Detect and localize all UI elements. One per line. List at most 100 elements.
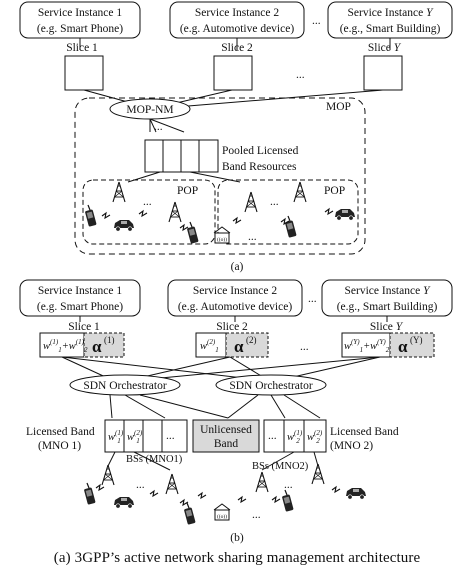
svg-text:...: ... (166, 430, 175, 442)
service-instance-2-b: Service Instance 2 (e.g. Automotive devi… (167, 279, 303, 317)
mop-nm-label: MOP-NM (126, 104, 173, 116)
slice-y-a-label: Slice (368, 42, 394, 54)
part-a: Service Instance 1 (e.g. Smart Phone) Se… (19, 1, 453, 273)
car-icon (334, 208, 356, 221)
slice-1-b-alpha-sup: (1) (104, 335, 115, 345)
bottom-device-ellipsis: ... (252, 509, 261, 521)
resource-ellipsis-a: ... (154, 121, 163, 133)
link-icon (179, 499, 189, 506)
svg-text:Service Instance Y: Service Instance Y (345, 285, 432, 297)
slice-2-b-box: w(2)1 α (2) (195, 332, 269, 358)
slice-1-b-alpha: α (92, 337, 102, 356)
bs-ellipsis-2: ... (284, 479, 293, 491)
access-point-icon (213, 226, 231, 244)
link-icon (95, 484, 105, 491)
link-icon (149, 490, 159, 497)
tower-icon (293, 181, 307, 203)
pop-right-ellipsis: ... (270, 196, 279, 208)
slice-2-b-alpha-sup: (2) (246, 335, 257, 345)
bss-mno2-label: BSs (MNO2) (252, 461, 309, 472)
slice-1-a-label: Slice 1 (66, 42, 98, 54)
link-icon (331, 486, 341, 493)
tower-icon (255, 471, 269, 493)
pop-right-label: POP (324, 185, 345, 197)
svg-text:Slice Y: Slice Y (368, 42, 402, 54)
tower-icon (168, 201, 182, 223)
slice-y-b-alpha: α (398, 337, 408, 356)
unlicensed-band-box (192, 419, 260, 453)
mno2-resource-grid: ... w(1)2 w(2)2 (263, 419, 327, 453)
slice-1-b-box: w(1)1+w(1)2 α (1) (39, 332, 125, 358)
link-icon (138, 210, 148, 217)
service-ellipsis-a: ... (312, 15, 321, 27)
pop-left-ellipsis: ... (143, 196, 152, 208)
car-icon (113, 219, 135, 232)
svg-text:...: ... (268, 430, 277, 442)
bss-mno1-label: BSs (MNO1) (126, 454, 183, 465)
mno1-resource-grid: w(1)1 w(2)1 ... (104, 419, 188, 453)
service-instance-2-b-title: Service Instance 2 (193, 285, 278, 297)
unlicensed-band-line1: Unlicensed (200, 424, 252, 436)
link-icon (197, 492, 207, 499)
slice-y-a-var: Y (394, 42, 402, 54)
slice-2-a-box (213, 55, 253, 91)
service-instance-1-a: Service Instance 1 (e.g. Smart Phone) (19, 1, 141, 39)
slice-ellipsis-a: ... (296, 69, 305, 81)
service-instance-1-b: Service Instance 1 (e.g. Smart Phone) (19, 279, 141, 317)
link-icon (232, 217, 242, 224)
service-instance-y-a-example: (e.g., Smart Building) (340, 23, 441, 35)
link-icon (179, 224, 189, 231)
slice-y-b-var: Y (396, 321, 404, 333)
slice-1-a-box (64, 55, 104, 91)
tower-icon (311, 463, 325, 485)
service-instance-y-a-title: Service Instance (348, 7, 427, 19)
tower-icon (112, 181, 126, 203)
service-instance-1-b-example: (e.g. Smart Phone) (37, 301, 123, 313)
service-instance-y-b-title: Service Instance (345, 285, 424, 297)
slice-2-a-label: Slice 2 (221, 42, 253, 54)
phone-icon (284, 215, 298, 239)
sdn-orchestrator-right-label: SDN Orchestrator (229, 380, 313, 392)
service-instance-y-a: Service Instance Y (e.g., Smart Building… (327, 1, 453, 39)
slice-y-b-box: w(Y)1+w(Y)2 α (Y) (341, 332, 435, 358)
slice-y-b-label: Slice (370, 321, 396, 333)
access-point-icon (213, 503, 231, 521)
sdn-orchestrator-left-label: SDN Orchestrator (83, 380, 167, 392)
phone-icon (186, 221, 200, 245)
service-instance-1-a-example: (e.g. Smart Phone) (37, 23, 123, 35)
car-icon (113, 496, 135, 509)
service-instance-y-b-example: (e.g., Smart Building) (337, 301, 438, 313)
subcaption-b: (b) (230, 532, 244, 544)
slice-2-b-label: Slice 2 (216, 321, 248, 333)
pop-bottom-ellipsis: ... (248, 231, 257, 243)
link-icon (324, 208, 334, 215)
service-instance-1-b-title: Service Instance 1 (38, 285, 123, 297)
phone-icon (183, 502, 197, 526)
pooled-licensed-label-line2: Band Resources (222, 161, 297, 173)
link-icon (101, 212, 111, 219)
pop-left-label: POP (177, 185, 198, 197)
pop-left (82, 179, 216, 245)
slice-1-b-label: Slice 1 (68, 321, 100, 333)
part-b: Service Instance 1 (e.g. Smart Phone) Se… (19, 279, 453, 544)
mop-container (74, 97, 366, 255)
mop-label: MOP (326, 101, 351, 113)
tower-icon (101, 464, 115, 486)
subcaption-a: (a) (231, 261, 244, 273)
service-instance-1-a-title: Service Instance 1 (38, 7, 123, 19)
slice-2-b-alpha: α (234, 337, 244, 356)
figure-caption: (a) 3GPP’s active network sharing manage… (53, 550, 421, 566)
service-ellipsis-b: ... (308, 293, 317, 305)
licensed-band-mno2-line2: (MNO 2) (330, 440, 373, 452)
pooled-resource-grid (144, 139, 219, 173)
service-instance-2-b-example: (e.g. Automotive device) (178, 301, 292, 313)
pooled-licensed-label-line1: Pooled Licensed (222, 145, 299, 157)
licensed-band-mno1-line1: Licensed Band (26, 426, 95, 438)
slice-y-a-box (363, 55, 403, 91)
service-instance-y-b: Service Instance Y (e.g., Smart Building… (321, 279, 453, 317)
phone-icon (83, 482, 97, 506)
slice-y-b-alpha-sup: (Y) (410, 335, 423, 345)
phone-icon (281, 489, 295, 513)
tower-icon (244, 191, 258, 213)
